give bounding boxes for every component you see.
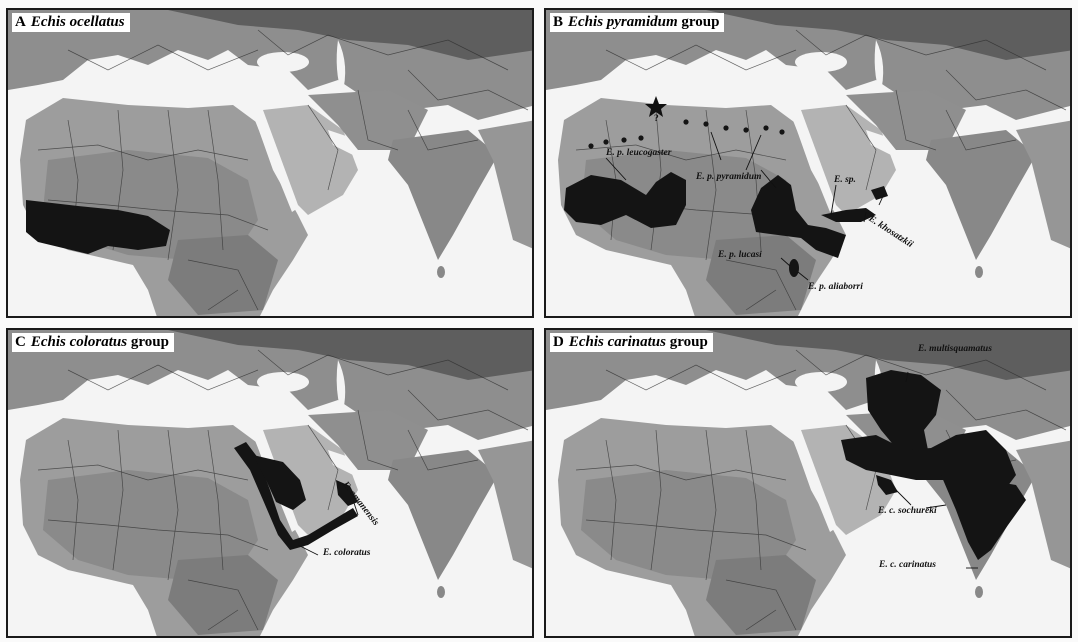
panel-letter: D	[553, 334, 564, 350]
range-e-multisquamatus	[866, 370, 941, 460]
group-word: group	[681, 14, 720, 30]
range-e-p-leucogaster	[564, 172, 686, 228]
species-name: Echis pyramidum	[568, 14, 678, 30]
species-name: Echis ocellatus	[30, 14, 125, 30]
group-word: group	[130, 334, 169, 350]
locality-points	[588, 119, 785, 149]
species-name: Echis coloratus	[30, 334, 128, 350]
label-question-mark: ?	[654, 114, 659, 124]
species-name: Echis carinatus	[568, 334, 666, 350]
label-e-p-lucasi: E. p. lucasi	[718, 250, 762, 260]
label-e-multisquamatus: E. multisquamatus	[918, 344, 992, 354]
range-e-p-pyramidum-east	[751, 175, 846, 258]
panel-letter: C	[15, 334, 26, 350]
range-e-p-aliaborri	[789, 259, 799, 277]
label-e-c-carinatus: E. c. carinatus	[879, 560, 937, 570]
group-word: group	[669, 334, 708, 350]
range-e-sp	[871, 186, 888, 200]
range-e-omanensis	[336, 480, 358, 506]
label-leader-lines	[297, 499, 359, 556]
label-e-p-pyramidum: E. p. pyramidum	[696, 172, 762, 182]
label-e-c-sochureki: E. c. sochureki	[878, 506, 937, 516]
range-arabia-coast	[876, 475, 898, 495]
range-e-ocellatus	[26, 200, 170, 254]
label-leader-lines	[895, 371, 978, 569]
range-e-coloratus-arabia	[253, 455, 306, 510]
label-e-sp: E. sp.	[834, 175, 856, 185]
base-map	[8, 330, 532, 636]
label-e-p-leucogaster: E. p. leucogaster	[606, 148, 672, 158]
star-marker-icon	[645, 96, 667, 117]
label-leader-lines	[605, 131, 885, 281]
base-map	[546, 10, 1070, 316]
label-e-coloratus: E. coloratus	[323, 548, 371, 558]
base-map	[546, 330, 1070, 636]
range-e-khosatzkii	[821, 208, 876, 222]
panel-letter: B	[553, 14, 564, 30]
range-e-c-carinatus	[941, 475, 1026, 560]
panel-letter: A	[15, 14, 26, 30]
base-map	[8, 10, 532, 316]
range-e-coloratus	[234, 442, 358, 550]
label-e-p-aliaborri: E. p. aliaborri	[808, 282, 863, 292]
